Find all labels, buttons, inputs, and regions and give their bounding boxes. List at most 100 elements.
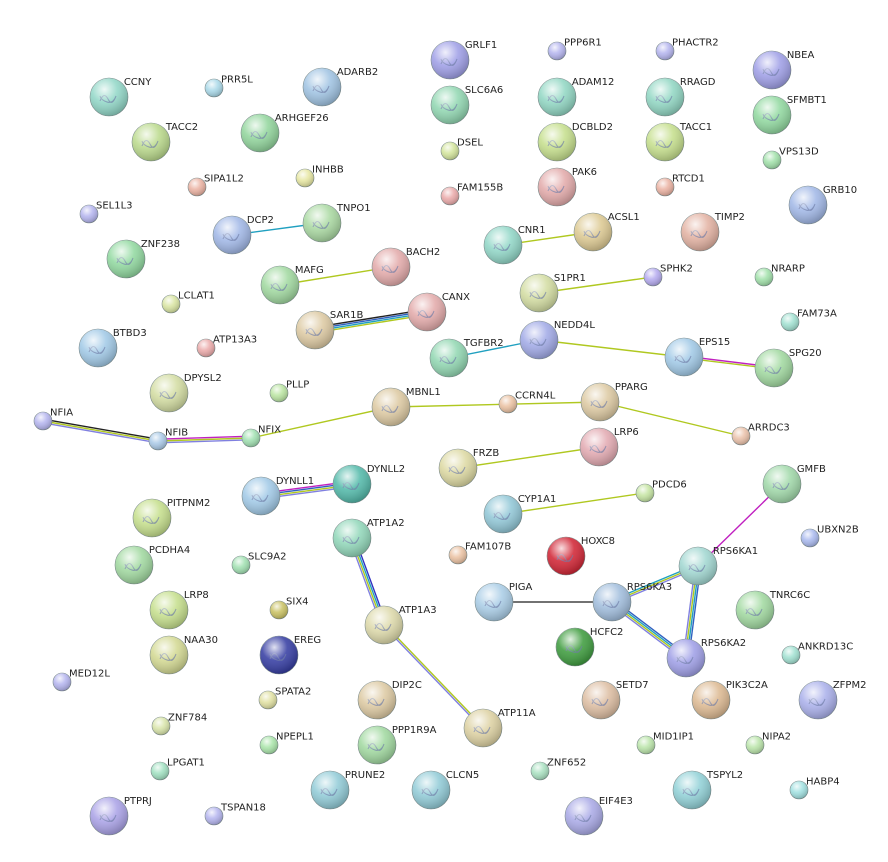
node-znf238[interactable]: ZNF238 [106,239,180,279]
node-atp11a[interactable]: ATP11A [463,708,536,748]
node-znf652[interactable]: ZNF652 [530,757,586,781]
edge-gmfb-rps6ka1[interactable] [697,483,783,567]
node-frzb[interactable]: FRZB [438,448,499,488]
node-phactr2[interactable]: PHACTR2 [655,37,719,61]
node-znf784[interactable]: ZNF784 [151,712,207,736]
node-adarb2[interactable]: ADARB2 [302,67,378,107]
edge-mbnl1-pparg[interactable] [390,401,601,408]
node-tacc2[interactable]: TACC2 [131,122,198,162]
node-cnr1[interactable]: CNR1 [483,225,546,265]
node-npepl1[interactable]: NPEPL1 [259,731,314,755]
node-pcdha4[interactable]: PCDHA4 [114,545,190,585]
node-fam107b[interactable]: FAM107B [448,541,511,565]
node-adam12[interactable]: ADAM12 [537,77,614,117]
node-dpysl2[interactable]: DPYSL2 [149,373,222,413]
node-dsel[interactable]: DSEL [440,137,483,161]
node-clcn5[interactable]: CLCN5 [411,770,479,810]
edge-nfia-nfib[interactable] [42,418,159,444]
node-spg20[interactable]: SPG20 [754,348,822,388]
node-dynll2[interactable]: DYNLL2 [332,464,405,504]
node-timp2[interactable]: TIMP2 [680,212,745,252]
node-mbnl1[interactable]: MBNL1 [371,387,441,427]
node-fam155b[interactable]: FAM155B [440,182,503,206]
node-nfix[interactable]: NFIX [241,424,281,448]
node-slc9a2[interactable]: SLC9A2 [231,551,286,575]
node-rps6ka1[interactable]: RPS6KA1 [678,546,758,586]
node-lrp8[interactable]: LRP8 [149,590,209,630]
edge-nfib-nfix[interactable] [157,435,252,444]
node-tnrc6c[interactable]: TNRC6C [735,590,810,630]
edge-nedd4l-eps15[interactable] [538,339,685,358]
node-dip2c[interactable]: DIP2C [357,680,422,720]
node-dcp2[interactable]: DCP2 [212,215,274,255]
node-slc6a6[interactable]: SLC6A6 [430,85,503,125]
node-fam73a[interactable]: FAM73A [780,308,837,332]
edge-cyp1a1-pdcd6[interactable] [502,492,646,515]
node-nbea[interactable]: NBEA [752,50,814,90]
node-lrp6[interactable]: LRP6 [579,427,639,467]
node-arhgef26[interactable]: ARHGEF26 [240,113,329,153]
node-pdcd6[interactable]: PDCD6 [635,479,687,503]
node-cyp1a1[interactable]: CYP1A1 [483,494,556,534]
node-ppp6r1[interactable]: PPP6R1 [547,37,602,61]
node-nfia[interactable]: NFIA [33,407,73,431]
node-eif4e3[interactable]: EIF4E3 [564,796,633,836]
node-arrdc3[interactable]: ARRDC3 [731,422,790,446]
node-sipa1l2[interactable]: SIPA1L2 [187,173,244,197]
node-prr5l[interactable]: PRR5L [204,74,253,98]
node-grlf1[interactable]: GRLF1 [430,40,497,80]
node-pllp[interactable]: PLLP [269,379,309,403]
node-sar1b[interactable]: SAR1B [295,310,364,350]
node-prune2[interactable]: PRUNE2 [310,770,385,810]
node-six4[interactable]: SIX4 [269,596,309,620]
node-tspyl2[interactable]: TSPYL2 [672,770,743,810]
node-rps6ka3[interactable]: RPS6KA3 [592,582,672,622]
node-ppp1r9a[interactable]: PPP1R9A [357,725,437,765]
node-mid1ip1[interactable]: MID1IP1 [636,731,694,755]
edge-atp1a3-atp11a[interactable] [382,623,485,730]
node-dynll1[interactable]: DYNLL1 [241,476,314,516]
node-nipa2[interactable]: NIPA2 [745,731,791,755]
edge-frzb-lrp6[interactable] [457,446,600,469]
node-tnpo1[interactable]: TNPO1 [302,203,371,243]
node-zfpm2[interactable]: ZFPM2 [798,680,866,720]
node-hcfc2[interactable]: HCFC2 [555,627,623,667]
node-rragd[interactable]: RRAGD [645,77,716,117]
node-sfmbt1[interactable]: SFMBT1 [752,95,827,135]
node-med12l[interactable]: MED12L [52,668,110,692]
node-ccny[interactable]: CCNY [89,77,152,117]
node-nfib[interactable]: NFIB [148,427,188,451]
node-pparg[interactable]: PPARG [580,382,648,422]
node-s1pr1[interactable]: S1PR1 [519,273,586,313]
node-inhbb[interactable]: INHBB [295,164,344,188]
node-grb10[interactable]: GRB10 [788,185,857,225]
node-atp13a3[interactable]: ATP13A3 [196,334,257,358]
node-nrarp[interactable]: NRARP [754,263,805,287]
node-lclat1[interactable]: LCLAT1 [161,290,215,314]
node-ereg[interactable]: EREG [259,635,321,675]
node-hoxc8[interactable]: HOXC8 [546,536,615,576]
edge-pparg-arrdc3[interactable] [599,401,742,437]
node-piga[interactable]: PIGA [474,582,533,622]
node-rps6ka2[interactable]: RPS6KA2 [666,638,746,678]
node-lpgat1[interactable]: LPGAT1 [150,757,205,781]
node-pak6[interactable]: PAK6 [537,167,597,207]
node-ccrn4l[interactable]: CCRN4L [498,390,556,414]
node-tgfbr2[interactable]: TGFBR2 [429,338,504,378]
node-tacc1[interactable]: TACC1 [645,122,712,162]
node-nedd4l[interactable]: NEDD4L [519,320,595,360]
node-canx[interactable]: CANX [407,292,470,332]
node-eps15[interactable]: EPS15 [664,337,730,377]
node-atp1a3[interactable]: ATP1A3 [364,605,437,645]
node-btbd3[interactable]: BTBD3 [78,328,147,368]
node-habp4[interactable]: HABP4 [789,776,840,800]
node-tspan18[interactable]: TSPAN18 [204,802,266,826]
node-naa30[interactable]: NAA30 [149,635,218,675]
node-gmfb[interactable]: GMFB [762,464,826,504]
node-vps13d[interactable]: VPS13D [762,146,819,170]
node-ubxn2b[interactable]: UBXN2B [800,524,859,548]
node-mafg[interactable]: MAFG [260,265,324,305]
node-ptprj[interactable]: PTPRJ [89,796,152,836]
node-atp1a2[interactable]: ATP1A2 [332,518,405,558]
